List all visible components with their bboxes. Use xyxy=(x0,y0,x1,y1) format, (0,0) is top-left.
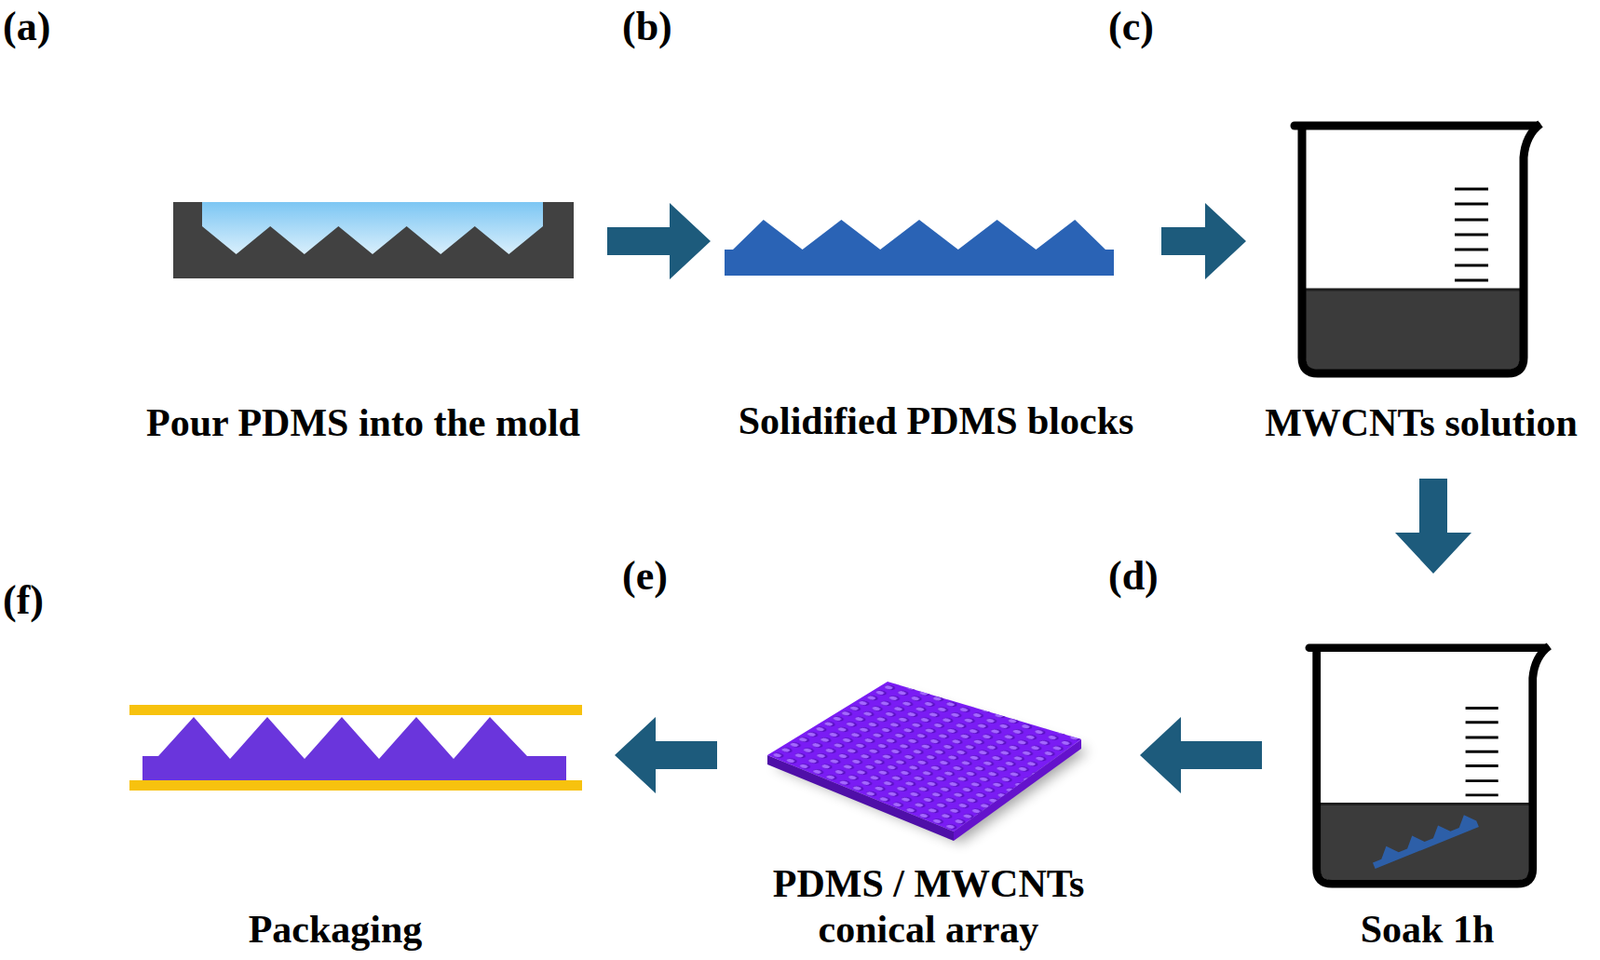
step-panel: MWCNTs solution xyxy=(1247,111,1595,449)
step-panel: PDMS / MWCNTs conical array xyxy=(726,670,1131,956)
step-panel: Solidified PDMS blocks xyxy=(712,186,1160,448)
panel-label: (a) xyxy=(2,3,51,52)
step-caption: PDMS / MWCNTs conical array xyxy=(730,861,1127,952)
flow-arrow xyxy=(614,717,718,794)
panel-label: (c) xyxy=(1108,3,1154,52)
conical-array-illustration xyxy=(767,681,1089,843)
panel-label: (d) xyxy=(1108,553,1159,601)
step-panel: Pour PDMS into the mold xyxy=(121,186,606,449)
panel-label: (b) xyxy=(622,3,673,52)
flow-arrow xyxy=(1161,203,1247,280)
step-caption: Soak 1h xyxy=(1360,907,1495,952)
step-caption: Pour PDMS into the mold xyxy=(146,400,581,446)
panel-label: (f) xyxy=(2,577,44,625)
flow-arrow xyxy=(607,203,711,280)
beaker-illustration xyxy=(1294,123,1541,374)
step-caption: Packaging xyxy=(248,907,423,952)
panel-label: (e) xyxy=(622,553,668,601)
step-panel: Packaging xyxy=(83,689,587,956)
step-caption: Solidified PDMS blocks xyxy=(738,398,1135,444)
flow-arrow xyxy=(1139,717,1262,794)
soak-beaker-illustration xyxy=(1309,646,1549,884)
mold-illustration xyxy=(173,202,574,279)
packaged-sensor-illustration xyxy=(129,705,583,791)
step-panel: Soak 1h xyxy=(1299,633,1556,956)
step-caption: MWCNTs solution xyxy=(1264,400,1578,446)
flow-arrow xyxy=(1395,478,1472,574)
pdms-block-illustration xyxy=(724,219,1114,276)
